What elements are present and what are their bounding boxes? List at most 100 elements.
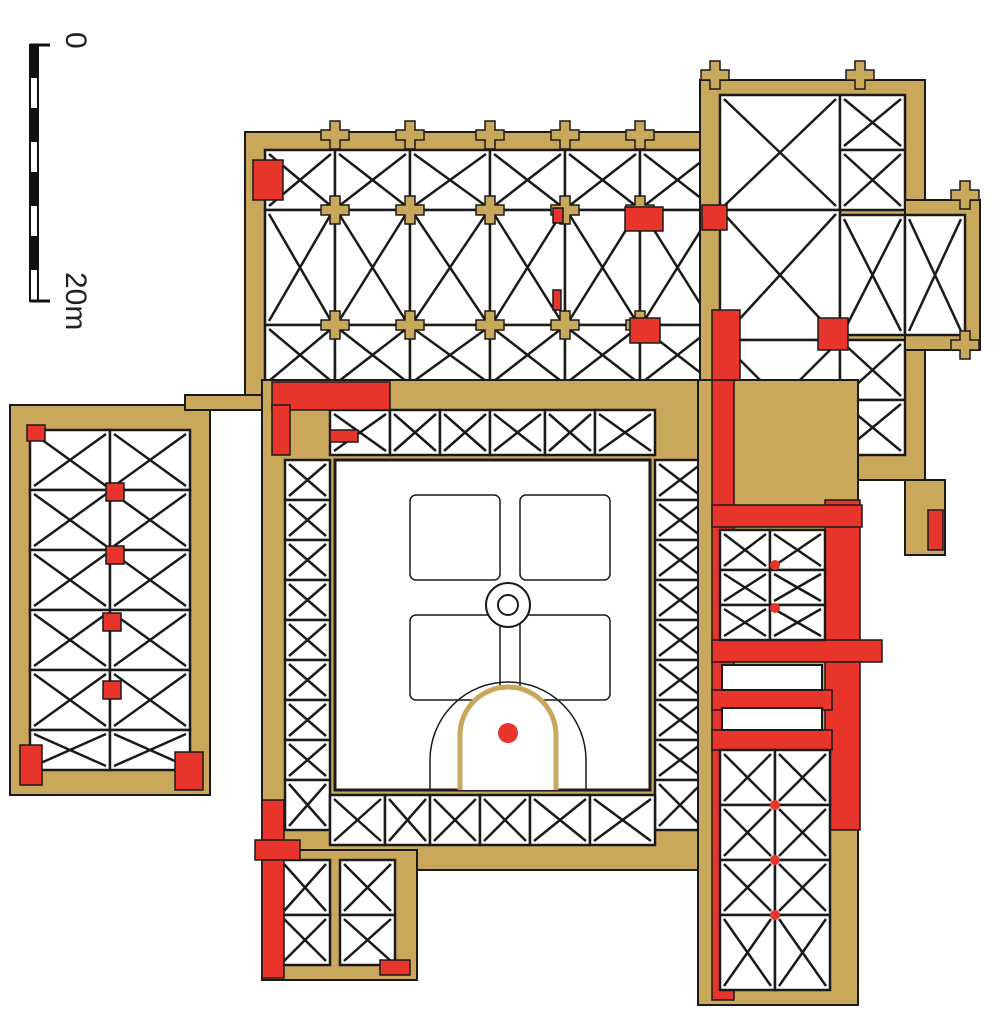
red-area (261, 799, 285, 979)
buttress (950, 330, 980, 360)
red-area (711, 309, 741, 381)
buttress (395, 120, 425, 150)
red-column (770, 910, 780, 920)
nave-vault-rib (412, 213, 488, 322)
red-area (19, 744, 43, 786)
garden-bed (519, 614, 611, 701)
nave-vault-rib (337, 213, 408, 322)
red-pier (105, 482, 125, 502)
south-west-range-a-vault-rib (283, 918, 327, 962)
east-range-south-vault-rib (723, 863, 772, 912)
nave-vault-rib (413, 152, 487, 208)
cloister-south-walk-vault-rib (433, 798, 477, 842)
crossing-vault-rib (723, 213, 837, 337)
red-area (26, 424, 46, 442)
west-range-vault-rib (113, 672, 187, 728)
nave-vault-rib (567, 213, 638, 322)
cloister-west-walk-vault-rib (288, 543, 327, 577)
cloister-north-walk-vault-rib (443, 413, 487, 452)
red-pier (102, 612, 122, 632)
red-area (624, 206, 664, 232)
south-west-range-b-vault-rib (343, 918, 392, 962)
scale-bar-segment (29, 44, 39, 78)
fountain-basin (497, 594, 519, 616)
red-area (379, 959, 411, 976)
red-column (770, 560, 780, 570)
cloister-east-walk-vault-rib (658, 663, 702, 697)
nave-pier (395, 195, 425, 225)
cloister-west-walk-vault-rib (288, 583, 327, 617)
buttress (700, 60, 730, 90)
east-range-south-vault-rib (722, 918, 773, 987)
cloister-east-walk-vault-rib (658, 703, 702, 737)
scale-start-label: 0 (59, 32, 92, 49)
nave-vault-rib (492, 213, 563, 322)
south-west-range-a-vault-rib (283, 863, 327, 912)
cloister-south-walk-vault-rib (533, 798, 587, 842)
scale-bar-segment (29, 140, 39, 174)
red-pier (102, 680, 122, 700)
nave-pier (475, 195, 505, 225)
cloister-east-walk-vault-rib (658, 743, 702, 777)
scale-bar-segment (29, 76, 39, 110)
cloister-east-walk-vault-rib (658, 463, 702, 497)
nave-vault-rib (268, 328, 332, 382)
red-area (552, 289, 562, 311)
nave-pier (475, 310, 505, 340)
nave-vault-rib (267, 213, 333, 322)
scale-bar-segment (29, 204, 39, 238)
buttress (845, 60, 875, 90)
nave-vault-rib (493, 328, 562, 382)
cloister-east-walk-vault-rib (658, 503, 702, 537)
apse-vault-rib (842, 218, 903, 332)
east-range-south-vault-rib (778, 808, 827, 857)
red-column (770, 855, 780, 865)
nave-vault-rib (338, 328, 407, 382)
cloister-north-walk-vault-rib (493, 413, 542, 452)
nave-vault-rib (493, 153, 562, 207)
east-range-north-vault-rib (723, 533, 767, 567)
nave-vault-rib (568, 153, 637, 207)
scale-bar-segment (29, 172, 39, 206)
buttress (475, 120, 505, 150)
cloister-south-walk-vault-rib (333, 798, 382, 842)
passage (721, 707, 823, 731)
west-range-vault-rib (113, 492, 187, 548)
south-west-range-b-vault-rib (343, 863, 392, 912)
passage (721, 664, 823, 691)
east-range-south-vault-rib (778, 863, 827, 912)
scale-end-label: 20m (59, 272, 92, 331)
connector-wall (184, 394, 266, 411)
cloister-south-walk-vault-rib (593, 797, 652, 843)
buttress (550, 120, 580, 150)
red-area (711, 639, 883, 663)
scale-bar-segment (29, 108, 39, 142)
west-range-vault-rib (113, 612, 187, 668)
nave-vault-rib (338, 153, 407, 207)
scale-bar-segment (29, 236, 39, 270)
east-range-north-vault-rib (723, 607, 767, 638)
north-chapel-vault-rib (843, 153, 902, 207)
east-range-north-vault-rib (773, 572, 822, 603)
west-range-vault-rib (33, 552, 107, 608)
east-range-north-vault-rib (723, 572, 767, 603)
red-area (271, 381, 391, 411)
cloister-south-walk-vault-rib (483, 798, 527, 842)
buttress (950, 180, 980, 210)
west-range-vault-rib (33, 612, 107, 668)
west-range-vault-rib (113, 732, 187, 768)
east-range-north-vault-rib (773, 607, 822, 638)
east-range-south-vault-rib (777, 918, 828, 987)
red-area (711, 504, 863, 528)
nave-pier (550, 195, 580, 225)
cloister-east-walk-vault-rib (658, 583, 702, 617)
nave-vault-rib (413, 327, 487, 383)
lavabo-center (498, 723, 518, 743)
buttress (320, 120, 350, 150)
cloister-west-walk-vault-rib (288, 503, 327, 537)
cloister-east-walk-vault-rib (658, 783, 702, 827)
west-range-vault-rib (33, 492, 107, 548)
red-area (252, 159, 284, 201)
lavabo-arch (429, 681, 587, 790)
red-area (711, 729, 833, 751)
